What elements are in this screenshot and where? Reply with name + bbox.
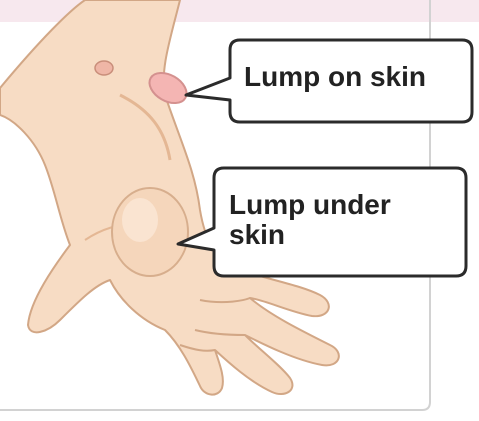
label-lump-under-skin-line2: skin — [229, 220, 449, 250]
label-lump-under-skin: Lump under skin — [229, 190, 449, 250]
small-lump — [95, 61, 113, 75]
lump-under-skin-highlight — [122, 198, 158, 242]
label-lump-under-skin-line1: Lump under — [229, 190, 449, 220]
label-lump-on-skin: Lump on skin — [244, 62, 426, 92]
